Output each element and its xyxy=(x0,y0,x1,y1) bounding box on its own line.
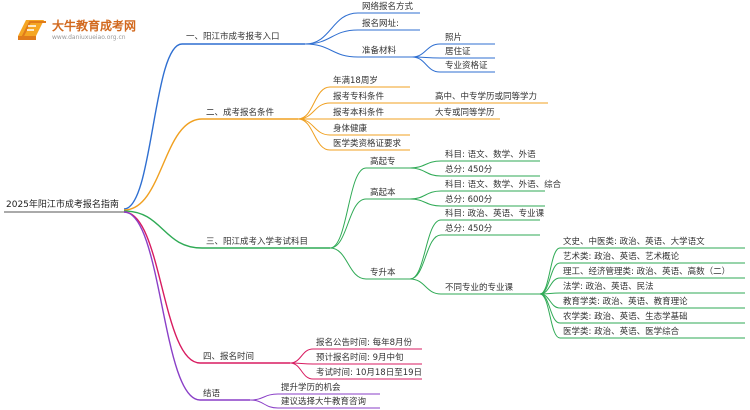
b1-material-residence: 居住证 xyxy=(445,47,471,57)
branch-5-label: 结语 xyxy=(203,389,221,399)
b3-major-3: 理工、经济管理类: 政治、英语、高数（二） xyxy=(563,267,731,277)
connector-9 xyxy=(411,43,441,58)
connector-1 xyxy=(123,43,183,210)
b3-gqb-total: 总分: 600分 xyxy=(445,195,493,205)
b3-zsb-diff: 不同专业的专业课 xyxy=(445,283,514,293)
branch-3-label: 三、阳江成考入学考试科目 xyxy=(206,237,309,247)
b4-signup: 预计报名时间: 9月中旬 xyxy=(316,353,404,363)
b2-age: 年满18周岁 xyxy=(333,76,378,86)
b3-zsb-total: 总分: 450分 xyxy=(445,224,493,234)
b3-gqb-subjects: 科目: 语文、数学、外语、综合 xyxy=(445,180,562,190)
connector-33 xyxy=(329,198,367,249)
connector-43 xyxy=(409,198,442,207)
branch-1-label: 一、阳江市成考报考入口 xyxy=(186,32,280,42)
brand-url: www.daniuxueiao.org.cn xyxy=(52,34,126,41)
connector-41 xyxy=(409,190,442,200)
connector-25 xyxy=(297,118,331,151)
connector-47 xyxy=(409,234,442,280)
connector-71 xyxy=(289,362,314,380)
connector-7 xyxy=(304,43,359,58)
b2-bk: 报考本科条件 xyxy=(333,108,385,118)
b3-gqz-subjects: 科目: 语文、数学、外语 xyxy=(445,150,536,160)
connector-75 xyxy=(249,393,279,401)
connector-29 xyxy=(123,210,203,249)
connector-3 xyxy=(304,12,359,45)
connector-31 xyxy=(329,167,367,249)
connector-35 xyxy=(329,247,367,280)
connector-19 xyxy=(297,102,331,120)
connector-73 xyxy=(123,211,201,401)
b3-major-4: 法学: 政治、英语、民法 xyxy=(563,282,654,292)
b3-zsb-subjects: 科目: 政治、英语、专业课 xyxy=(445,209,545,219)
connector-17 xyxy=(297,86,331,120)
b3-gqb: 高起本 xyxy=(370,188,396,198)
b3-major-7: 医学类: 政治、英语、医学综合 xyxy=(563,327,680,337)
b2-zk: 报考专科条件 xyxy=(333,92,385,102)
b3-major-6: 农学类: 政治、英语、生态学基础 xyxy=(563,312,688,322)
b4-exam: 考试时间: 10月18日至19日 xyxy=(316,368,423,378)
b1-material-cert: 专业资格证 xyxy=(445,61,488,71)
b3-gqz-total: 总分: 450分 xyxy=(445,165,493,175)
b2-health: 身体健康 xyxy=(333,124,368,134)
b1-material-photo: 照片 xyxy=(445,33,463,43)
connector-65 xyxy=(123,211,201,364)
connector-39 xyxy=(409,167,442,177)
connector-23 xyxy=(297,118,331,136)
b3-major-2: 艺术类: 政治、英语、艺术概论 xyxy=(563,252,680,262)
connector-49 xyxy=(409,278,442,295)
branch-2-label: 二、成考报名条件 xyxy=(206,108,275,118)
b3-zsb: 专升本 xyxy=(370,268,396,278)
connector-55 xyxy=(539,277,561,295)
connector-63 xyxy=(539,293,561,339)
connector-77 xyxy=(249,399,279,409)
connector-5 xyxy=(304,29,359,45)
connector-13 xyxy=(411,56,441,73)
b3-major-1: 文史、中医类: 政治、英语、大学语文 xyxy=(563,237,705,247)
b3-major-5: 教育学类: 政治、英语、教育理论 xyxy=(563,297,688,307)
b2-medical: 医学类资格证要求 xyxy=(333,139,402,149)
brand-logo-icon xyxy=(18,20,46,40)
branch-4-label: 四、报名时间 xyxy=(203,352,255,362)
connector-15 xyxy=(123,118,203,211)
b2-bk-value: 大专或同等学历 xyxy=(435,108,495,118)
connector-61 xyxy=(539,293,561,324)
b2-zk-value: 高中、中专学历或同等学力 xyxy=(435,92,538,102)
b5-advice: 建议选择大牛教育咨询 xyxy=(281,397,367,407)
connector-45 xyxy=(409,219,442,280)
b3-gqz: 高起专 xyxy=(370,157,396,167)
b4-notice: 报名公告时间: 每年8月份 xyxy=(316,338,412,348)
root-title: 2025年阳江市成考报名指南 xyxy=(6,200,119,210)
b5-chance: 提升学历的机会 xyxy=(281,383,341,393)
connector-53 xyxy=(539,262,561,295)
brand-name: 大牛教育成考网 xyxy=(52,19,137,33)
connector-37 xyxy=(409,160,442,169)
connector-67 xyxy=(289,348,314,364)
b1-item-url: 报名网址: xyxy=(362,19,399,29)
b1-item-materials: 准备材料 xyxy=(362,46,397,56)
connector-51 xyxy=(539,247,561,295)
b1-item-online: 网络报名方式 xyxy=(362,2,414,12)
